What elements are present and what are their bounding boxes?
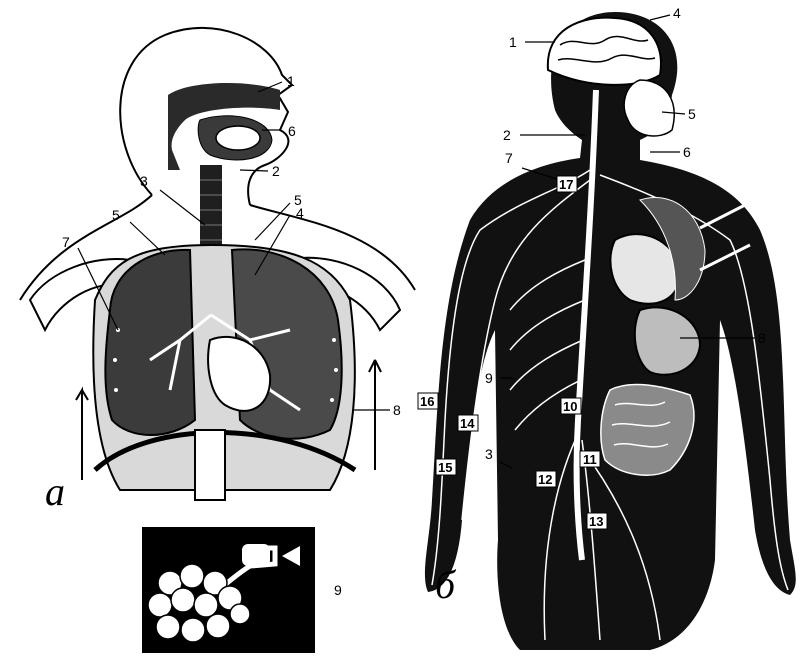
label-a-5-left: 5 <box>112 207 120 223</box>
label-a-5-right: 5 <box>294 192 302 208</box>
label-b-5: 5 <box>688 106 696 122</box>
label-b-7: 7 <box>505 150 513 166</box>
label-b-10: 10 <box>563 399 577 414</box>
label-b-4: 4 <box>673 5 681 21</box>
label-b-14: 14 <box>460 416 475 431</box>
alveoli-inset: 9 <box>142 527 342 653</box>
label-a-6: 6 <box>288 123 296 139</box>
label-a-3: 3 <box>140 173 148 189</box>
panel-a-letter: а <box>45 469 65 514</box>
label-b-8: 8 <box>758 330 766 346</box>
brain <box>548 18 661 85</box>
label-b-11: 11 <box>583 452 597 467</box>
label-b-2: 2 <box>503 127 511 143</box>
spine-lower <box>195 430 225 500</box>
label-b-9: 9 <box>485 370 493 386</box>
right-arrow-icon <box>369 360 381 470</box>
label-b-12: 12 <box>538 472 552 487</box>
label-b-3: 3 <box>485 446 493 462</box>
label-a-2: 2 <box>272 163 280 179</box>
label-b-16: 16 <box>420 394 434 409</box>
panel-b-nervous-system: 1 2 3 4 5 6 7 8 9 10 11 12 13 14 15 16 1 <box>418 5 796 650</box>
label-b-6: 6 <box>683 144 691 160</box>
label-a-7: 7 <box>62 234 70 250</box>
left-arrow-icon <box>76 390 88 480</box>
label-b-17: 17 <box>559 177 573 192</box>
tongue <box>216 126 260 150</box>
label-b-15: 15 <box>438 460 452 475</box>
label-b-13: 13 <box>589 514 603 529</box>
label-a-8: 8 <box>393 402 401 418</box>
label-a-1: 1 <box>287 73 295 89</box>
panel-a-respiratory-system: 1 2 3 4 5 5 6 7 8 а <box>20 28 415 514</box>
panel-b-letter: б <box>435 562 457 607</box>
label-inset-9: 9 <box>334 582 342 598</box>
label-b-1: 1 <box>509 34 517 50</box>
body-silhouette <box>425 12 796 650</box>
bronchiole-end <box>242 544 270 566</box>
